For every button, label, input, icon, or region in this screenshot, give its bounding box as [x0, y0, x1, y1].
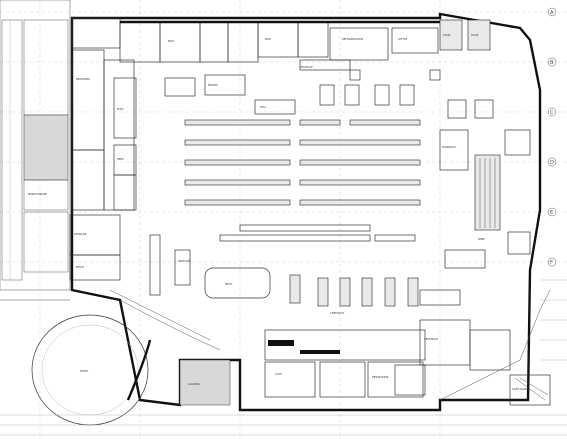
- checkout-lanes: CHECKOUT: [289, 274, 419, 315]
- label-storage: STORAGE: [74, 232, 87, 236]
- label-mech: MECH: [76, 265, 84, 269]
- label-deli: DELI: [260, 105, 266, 109]
- grid-label-f: F: [550, 260, 553, 266]
- label-wine: WINE: [478, 237, 485, 241]
- label-entry: ENTRY: [80, 369, 89, 373]
- south-service: CAFE RESTROOMS VESTIBULE: [264, 319, 511, 398]
- label-restrooms: RESTROOMS: [372, 375, 389, 379]
- label-seafood: SEAFOOD: [178, 259, 191, 263]
- west-boh: RECEIVING MERCHANDISE ELEC STORAGE MECH …: [28, 49, 137, 281]
- label-boh-1: BOH: [168, 39, 174, 43]
- label-stair-1: STAIR: [443, 33, 451, 37]
- entry-plaza: ENTRY: [0, 289, 221, 426]
- label-vestibule: VESTIBULE: [424, 337, 439, 341]
- label-cafe: CAFE: [275, 372, 282, 376]
- site-lines: [0, 414, 567, 436]
- center-fixtures: SEAFOOD MEAT: [149, 224, 416, 299]
- label-pharmacy: PHARMACY: [442, 145, 457, 149]
- label-merchandise: MERCHANDISE: [28, 192, 47, 196]
- grid-label-c: C: [550, 110, 554, 116]
- label-loading: LOADING: [188, 382, 200, 386]
- label-checkout: CHECKOUT: [330, 311, 345, 315]
- label-elec: ELEC: [117, 107, 124, 111]
- grid-label-e: E: [550, 210, 553, 216]
- label-cart-corral: CART CORRAL: [512, 387, 531, 391]
- label-meat: MEAT: [225, 282, 232, 286]
- gondola-aisles: [184, 119, 421, 206]
- label-receiving: RECEIVING: [76, 77, 90, 81]
- label-boh-2: BOH: [265, 37, 271, 41]
- grid-bubbles: A B C D E F: [547, 7, 557, 267]
- loading-dock: LOADING: [179, 359, 231, 406]
- produce-islands: PRODUCE BAKERY DELI: [164, 59, 494, 119]
- east-fixtures: WINE PHARMACY: [419, 129, 531, 306]
- label-office: OFFICE: [398, 37, 408, 41]
- label-refrigeration: REFRIGERATION: [342, 37, 363, 41]
- grid-label-d: D: [550, 160, 554, 166]
- southeast-parking: CART CORRAL: [439, 279, 567, 406]
- west-building: [0, 0, 71, 291]
- label-prep: PREP: [117, 157, 124, 161]
- label-stair-2: STAIR: [471, 33, 479, 37]
- label-produce: PRODUCE: [300, 65, 313, 69]
- grid-label-a: A: [550, 10, 554, 16]
- label-bakery: BAKERY: [208, 83, 219, 87]
- grid-label-b: B: [550, 60, 554, 66]
- north-rooms: REFRIGERATION STAIR STAIR BOH BOH OFFICE: [71, 17, 491, 63]
